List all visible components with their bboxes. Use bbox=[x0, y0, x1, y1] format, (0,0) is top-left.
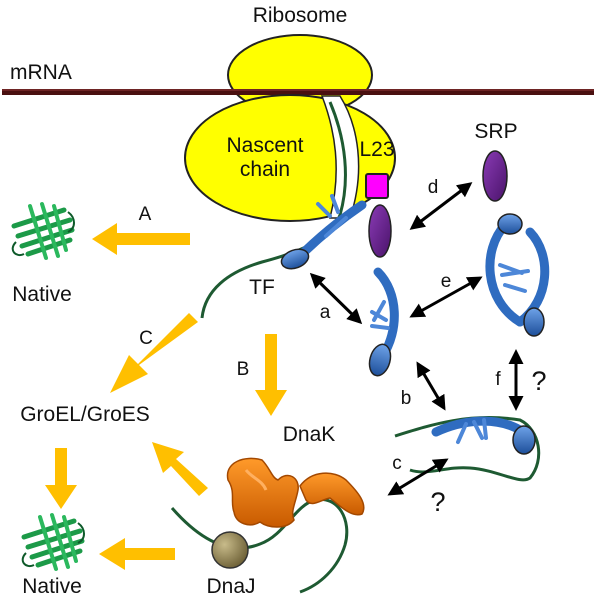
native-protein-bottom bbox=[21, 513, 85, 571]
ribosome bbox=[2, 34, 594, 222]
arrow-step-a bbox=[309, 272, 363, 325]
native-protein-top bbox=[11, 202, 75, 260]
srp-bound bbox=[368, 204, 392, 258]
arrow-B bbox=[255, 334, 287, 416]
arrow-groel-to-native bbox=[45, 448, 77, 509]
label-pathway-c: C bbox=[139, 328, 153, 349]
dnak-lid bbox=[299, 472, 365, 516]
label-step-d: d bbox=[428, 177, 439, 198]
srp-free bbox=[482, 150, 508, 202]
label-step-b: b bbox=[401, 388, 412, 409]
label-pathway-b: B bbox=[237, 359, 250, 380]
label-dnaj: DnaJ bbox=[206, 575, 255, 598]
arrow-C bbox=[110, 313, 198, 393]
label-l23: L23 bbox=[359, 138, 394, 161]
tf-bound-ribosome bbox=[280, 194, 367, 270]
label-tf: TF bbox=[249, 276, 275, 299]
question-mark-f: ? bbox=[531, 366, 546, 396]
label-chain: chain bbox=[240, 158, 290, 181]
label-native-bottom: Native bbox=[22, 575, 82, 598]
question-mark-c: ? bbox=[430, 487, 445, 517]
label-dnak: DnaK bbox=[283, 423, 336, 446]
label-step-c: c bbox=[392, 453, 402, 474]
arrow-step-c bbox=[387, 458, 449, 496]
label-native-top: Native bbox=[12, 283, 72, 306]
arrow-step-d bbox=[409, 182, 473, 230]
dnaj-protein bbox=[211, 531, 249, 569]
label-mrna: mRNA bbox=[10, 61, 72, 84]
label-step-e: e bbox=[441, 271, 452, 292]
tf-with-substrate bbox=[394, 416, 541, 482]
arrow-step-e bbox=[409, 276, 483, 318]
label-groel-groes: GroEL/GroES bbox=[20, 403, 150, 426]
arrow-dnak-to-groel bbox=[152, 442, 208, 496]
label-step-f: f bbox=[495, 369, 501, 390]
tf-free bbox=[368, 267, 399, 377]
arrow-step-b bbox=[416, 361, 446, 411]
arrow-A bbox=[92, 223, 190, 255]
label-ribosome: Ribosome bbox=[253, 4, 348, 27]
label-step-a: a bbox=[320, 302, 331, 323]
label-pathway-a: A bbox=[139, 204, 152, 225]
dnak-protein bbox=[226, 457, 299, 528]
dnak-complex bbox=[170, 457, 365, 594]
arrow-dnaj-to-native bbox=[99, 538, 175, 570]
label-srp: SRP bbox=[474, 120, 517, 143]
l23-protein bbox=[365, 173, 389, 199]
label-nascent: Nascent bbox=[226, 134, 303, 157]
tf-dimer bbox=[485, 213, 550, 337]
